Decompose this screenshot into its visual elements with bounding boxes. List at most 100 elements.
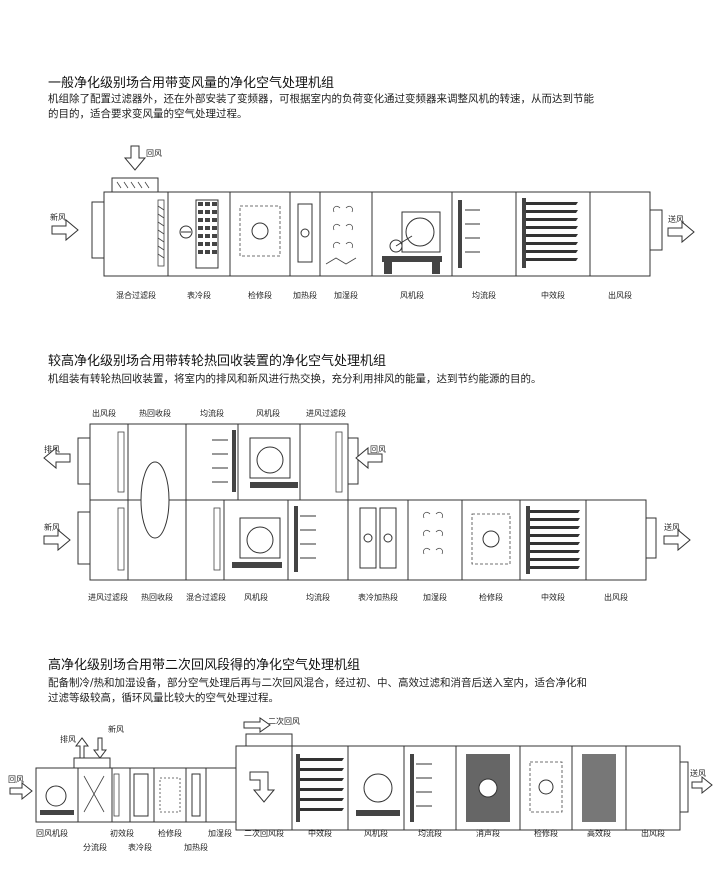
exhaust-arrow-icon — [75, 737, 89, 759]
fan-icon — [356, 773, 400, 816]
inspection-door-icon — [529, 761, 563, 813]
flow-fresh: 新风 — [44, 522, 60, 532]
humidifier-icon — [325, 205, 357, 265]
label-heating: 加热段 — [293, 290, 317, 300]
label-outlet: 出风段 — [608, 290, 632, 300]
label-inspection: 检修段 — [479, 592, 503, 602]
label-mixing-filter: 混合过滤段 — [186, 592, 226, 602]
label-hepa: 高效段 — [587, 828, 611, 838]
upper-fan-icon — [249, 437, 298, 488]
label-uniform: 均流段 — [472, 290, 496, 300]
lower-uniform-icon — [294, 506, 316, 572]
label-cooling: 表冷段 — [128, 842, 152, 852]
section1-desc-line2: 的目的，适合要求变风量的空气处理过程。 — [48, 108, 248, 120]
label-fan: 风机段 — [244, 592, 268, 602]
top-label-heat-recovery: 热回收段 — [139, 408, 171, 418]
flow-supply: 送风 — [668, 214, 684, 224]
flow-fresh: 新风 — [108, 724, 124, 734]
bag-filter-icon — [526, 506, 580, 574]
section1-desc-line1: 机组除了配置过滤器外，还在外部安装了变频器，可根据室内的负荷变化通过变频器来调整… — [48, 93, 594, 105]
flow-return: 回风 — [8, 775, 24, 784]
section3-desc-line1: 配备制冷/热和加湿设备，部分空气处理后再与二次回风混合，经过初、中、高效过滤和消… — [48, 677, 588, 689]
supply-arrow-icon — [667, 220, 695, 244]
label-uniform: 均流段 — [418, 828, 442, 838]
exhaust-arrow-icon — [43, 446, 71, 470]
label-inspection: 检修段 — [534, 828, 558, 838]
section2-diagram: 出风段 热回收段 均流段 风机段 进风过滤段 排风 回风 新风 — [43, 408, 691, 602]
flow-secondary-return: 二次回风 — [268, 716, 300, 726]
return-arrow-icon — [9, 781, 33, 801]
fresh-arrow-icon — [51, 218, 79, 242]
secondary-return-arrow-icon — [243, 717, 271, 733]
flow-exhaust: 排风 — [44, 444, 60, 454]
label-return-fan: 回风机段 — [36, 828, 68, 838]
label-fan: 风机段 — [364, 828, 388, 838]
supply-arrow-icon — [663, 528, 691, 552]
label-heat-recovery: 热回收段 — [141, 592, 173, 602]
section2-desc-line1: 机组装有转轮热回收装置，将室内的排风和新风进行热交换，充分利用排风的能量，达到节… — [48, 373, 542, 385]
upper-casing — [89, 423, 349, 501]
label-humidify: 加湿段 — [334, 290, 358, 300]
label-split: 分流段 — [83, 842, 107, 852]
uniform-flow-icon — [410, 754, 432, 822]
mix-arrow-icon — [249, 771, 276, 803]
section1-diagram: 回风 新风 — [50, 145, 695, 300]
return-fan-icon — [40, 785, 74, 815]
humidifier-icon — [423, 511, 443, 555]
cooling-coil-icon — [179, 199, 219, 269]
label-cooling: 表冷段 — [187, 290, 211, 300]
fresh-arrow-icon — [43, 528, 71, 552]
section2-desc: 机组装有转轮热回收装置，将室内的排风和新风进行热交换，充分利用排风的能量，达到节… — [48, 372, 668, 387]
section3-diagram: 排风 新风 二次回风 回风 — [8, 716, 713, 852]
label-medium: 中效段 — [541, 290, 565, 300]
fan-icon — [382, 211, 442, 274]
label-medium: 中效段 — [308, 828, 332, 838]
label-heating: 加热段 — [184, 842, 208, 852]
label-mixing-filter: 混合过滤段 — [116, 290, 156, 300]
section3-desc-line2: 过滤等级较高，循环风量比较大的空气处理过程。 — [48, 692, 279, 704]
section1-title: 一般净化级别场合用带变风量的净化空气处理机组 — [48, 76, 335, 91]
cool-heat-coil-icon — [359, 507, 397, 569]
top-label-outlet: 出风段 — [92, 408, 116, 418]
top-label-inlet-filter: 进风过滤段 — [306, 408, 346, 418]
lower-fan-icon — [232, 517, 282, 568]
top-label-uniform: 均流段 — [200, 408, 224, 418]
label-humidify: 加湿段 — [208, 828, 232, 838]
flow-return: 回风 — [146, 149, 162, 158]
label-medium: 中效段 — [541, 592, 565, 602]
hepa-filter-icon — [582, 754, 616, 822]
label-humidify: 加湿段 — [423, 592, 447, 602]
heat-wheel-icon — [140, 461, 170, 539]
heating-coil-icon — [297, 203, 313, 263]
section3-title: 高净化级别场合用带二次回风段得的净化空气处理机组 — [48, 658, 361, 673]
silencer-icon — [466, 754, 510, 822]
section1-desc: 机组除了配置过滤器外，还在外部安装了变频器，可根据室内的负荷变化通过变频器来调整… — [48, 92, 668, 122]
section3-desc: 配备制冷/热和加湿设备，部分空气处理后再与二次回风混合，经过初、中、高效过滤和消… — [48, 676, 668, 706]
label-inspection-small: 检修段 — [158, 828, 182, 838]
return-arrow-icon — [123, 145, 147, 171]
label-outlet: 出风段 — [641, 828, 665, 838]
inspection-door-icon — [239, 205, 281, 257]
label-uniform: 均流段 — [306, 592, 330, 602]
return-arrow-icon — [355, 446, 383, 470]
label-inlet-filter: 进风过滤段 — [88, 592, 128, 602]
label-silencer: 消声段 — [476, 828, 500, 838]
flow-return: 回风 — [370, 445, 386, 454]
bag-filter-icon — [522, 198, 578, 268]
label-inspection: 检修段 — [248, 290, 272, 300]
flow-fresh: 新风 — [50, 212, 66, 222]
label-fan: 风机段 — [400, 290, 424, 300]
top-label-fan: 风机段 — [256, 408, 280, 418]
fresh-arrow-icon — [93, 737, 107, 759]
uniform-flow-icon — [458, 200, 480, 268]
label-cool-heat: 表冷加热段 — [358, 592, 398, 602]
upper-uniform-icon — [212, 430, 236, 492]
label-primary: 初效段 — [110, 828, 134, 838]
inspection-door-icon — [471, 513, 511, 565]
label-secondary-return: 二次回风段 — [244, 828, 284, 838]
flow-supply: 送风 — [664, 522, 680, 532]
flow-exhaust: 排风 — [60, 734, 76, 744]
bag-filter-icon — [296, 754, 344, 822]
supply-arrow-icon — [691, 775, 713, 795]
label-outlet: 出风段 — [604, 592, 628, 602]
